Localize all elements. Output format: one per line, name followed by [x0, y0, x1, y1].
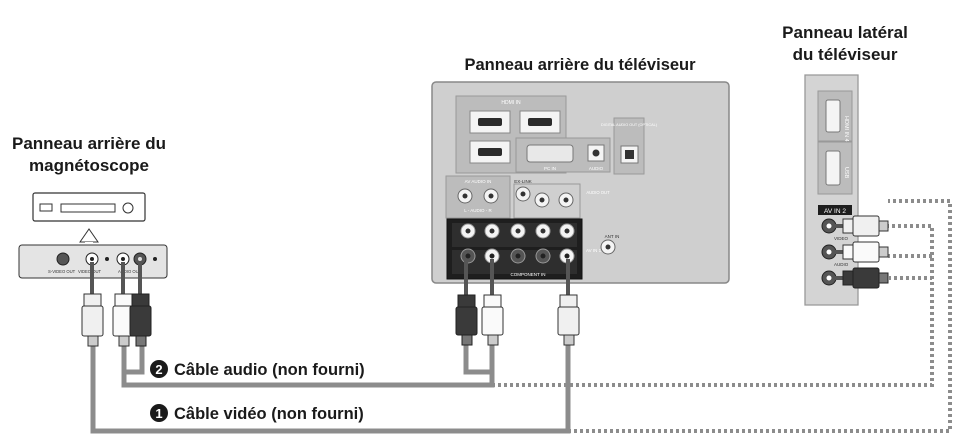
tv-audio-white-plug	[481, 259, 504, 346]
tv-side-title: Panneau latéral du téléviseur	[770, 22, 920, 66]
vcr-video-label: VIDEO OUT	[78, 269, 101, 274]
component-in-label: COMPONENT IN	[511, 272, 546, 277]
dotted-routes	[492, 199, 952, 433]
audio-out-label: AUDIO OUT	[586, 190, 610, 195]
tv-rear-panel: HDMI IN PC IN AUDIO DIGITAL AUDIO OUT (O…	[431, 81, 730, 284]
tv-video-plug	[557, 259, 580, 346]
video-cable-text: Câble vidéo (non fourni)	[174, 405, 364, 423]
video-cable-number: 1	[155, 406, 162, 421]
svideo-port	[56, 252, 70, 266]
side-audio-label: AUDIO	[834, 262, 849, 267]
video-cable-number-badge	[150, 404, 168, 422]
vcr-audio-red-plug	[129, 262, 152, 347]
ant-in-label: ANT IN	[605, 234, 620, 239]
tv-side-title-line2: du téléviseur	[792, 45, 898, 64]
vcr-audio-label: AUDIO OUT	[118, 269, 142, 274]
pc-in-label: PC IN	[544, 166, 556, 171]
audio-cable-text: Câble audio (non fourni)	[174, 361, 365, 379]
tv-side-title-line1: Panneau latéral	[782, 23, 908, 42]
vcr-svideo-label: S-VIDEO OUT	[48, 269, 76, 274]
av-in-label: AV IN 1	[586, 248, 602, 253]
tv-audio-red-plug	[455, 259, 478, 346]
side-hdmi-label: HDMI IN 4	[843, 116, 849, 142]
vcr-zoom-arrow	[79, 228, 99, 246]
side-video-label: VIDEO	[834, 236, 849, 241]
audio-cable-number: 2	[155, 362, 162, 377]
video-cable-route	[90, 345, 571, 434]
audio-cable-label: 2 Câble audio (non fourni)	[150, 360, 365, 379]
side-usb-label: USB	[843, 167, 849, 179]
vcr-title-line2: magnétoscope	[29, 156, 149, 175]
audio-cable-number-badge	[150, 360, 168, 378]
vcr-audio-white-plug	[112, 262, 135, 347]
av-audio-in-label: AV AUDIO IN	[465, 179, 492, 184]
vcr-panel-title: Panneau arrière du magnétoscope	[0, 133, 178, 177]
vcr-device	[32, 192, 146, 222]
digital-audio-label: DIGITAL AUDIO OUT (OPTICAL)	[601, 123, 658, 127]
side-video-plug	[835, 215, 889, 237]
vcr-title-line1: Panneau arrière du	[11, 134, 166, 153]
hdmi-in-label: HDMI IN	[501, 100, 521, 106]
side-av-in-2-label: AV IN 2	[824, 208, 846, 215]
side-audio-red-plug	[835, 267, 889, 289]
vcr-video-plug	[81, 262, 104, 347]
ex-link-label: EX-LINK	[514, 179, 532, 184]
audio-cable-route	[121, 345, 495, 388]
audio-label: AUDIO	[589, 166, 604, 171]
tv-rear-title: Panneau arrière du téléviseur	[464, 56, 696, 74]
video-cable-label: 1 Câble vidéo (non fourni)	[150, 404, 364, 423]
audio-l-r-label: L - AUDIO - R	[464, 208, 492, 213]
vcr-rear-panel: S-VIDEO OUT VIDEO OUT AUDIO OUT	[18, 244, 168, 279]
side-audio-white-plug	[835, 241, 889, 263]
